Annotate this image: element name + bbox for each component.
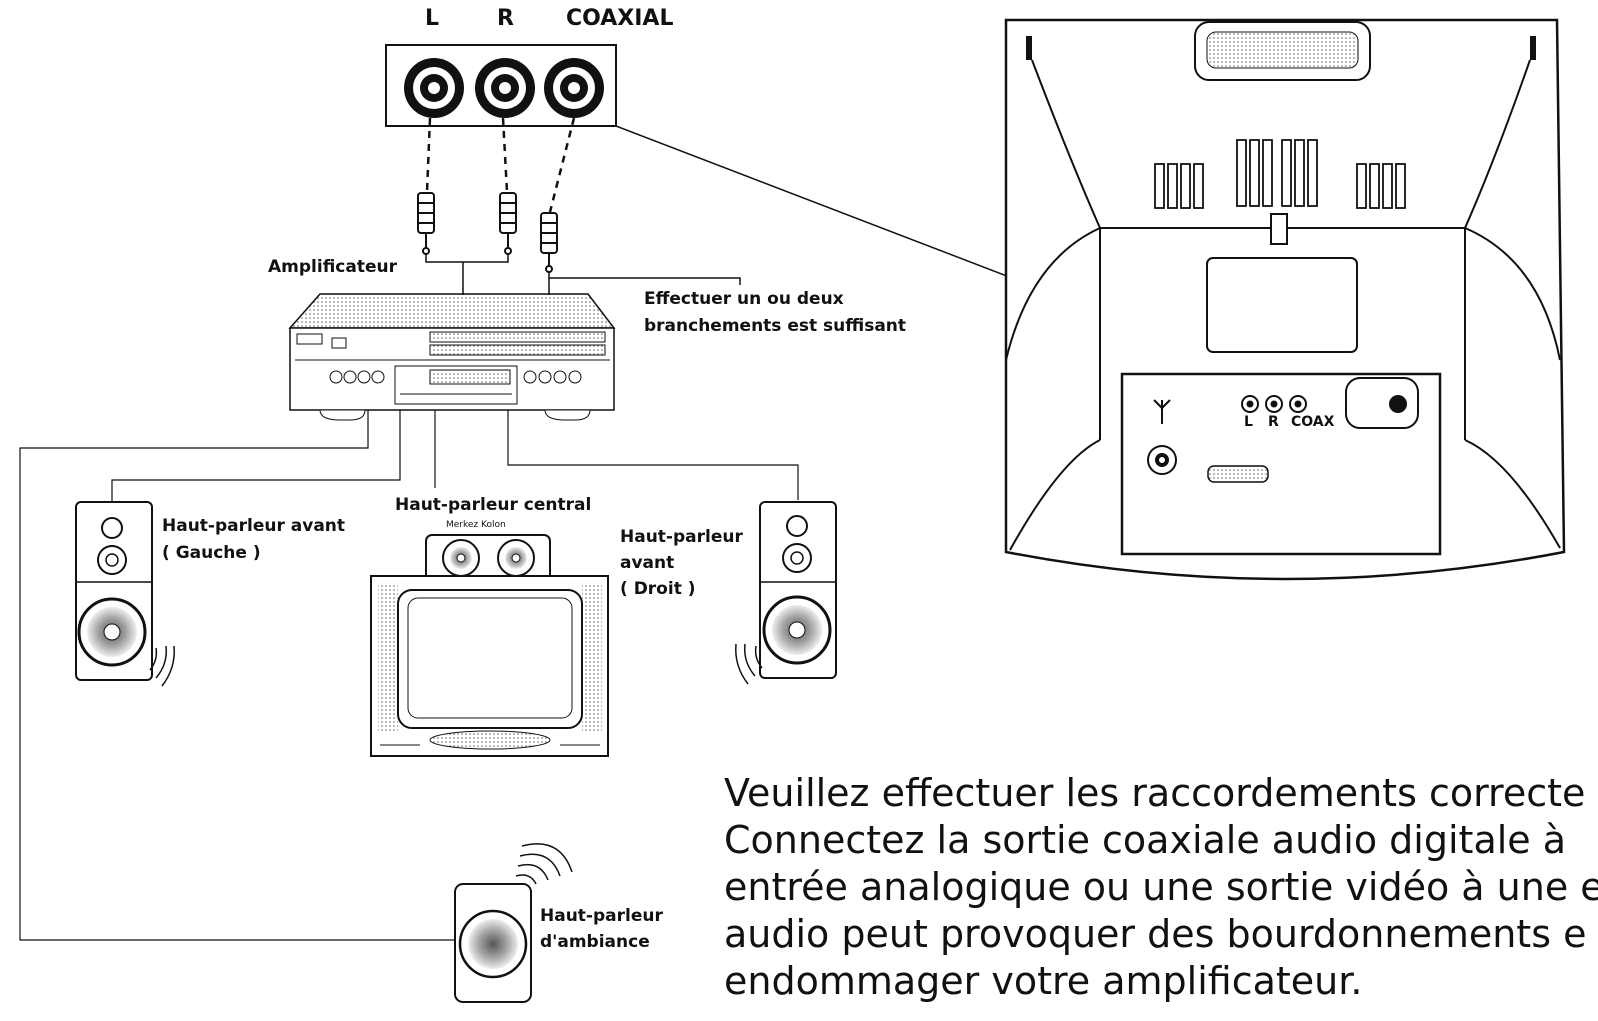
tv-label-coax: COAX [1291,414,1335,430]
tv-label-l: L [1244,414,1253,430]
connection-note: Effectuer un ou deux branchements est su… [644,289,907,336]
instruction-line-4: audio peut provoquer des bourdonnements … [724,912,1587,956]
front-right-speaker [735,501,837,685]
rca-plug-coaxial [540,212,558,273]
instruction-text: Veuillez effectuer les raccordements cor… [724,770,1598,1005]
center-speaker [425,534,551,604]
jack-label-coaxial: COAXIAL [566,6,674,31]
surround-label: Haut-parleur d'ambiance [540,906,663,952]
amplifier-label: Amplificateur [268,257,397,277]
tv-rear-view [1004,18,1566,581]
surround-speaker [454,843,573,1003]
antenna-icon [1153,399,1171,424]
vent-slots [1154,139,1406,209]
jack-coaxial [544,58,604,118]
instruction-line-1: Veuillez effectuer les raccordements cor… [724,771,1586,815]
speaker-wires [19,410,799,941]
amp-input-wires [425,254,741,295]
rca-plug-right [499,192,517,255]
center-label: Haut-parleur central [395,495,592,515]
front-left-speaker [75,501,175,687]
rca-plug-left [417,192,435,255]
tv-jack-coax [1289,395,1307,413]
amplifier [288,293,616,421]
jack-right [475,58,535,118]
instruction-line-3: entrée analogique ou une sortie vidéo à … [724,865,1598,909]
tv-jack-l [1241,395,1259,413]
jack-panel [385,44,617,127]
instruction-line-5: endommager votre amplificateur. [724,959,1363,1003]
jack-label-r: R [497,6,514,31]
front-right-label: Haut-parleur avant ( Droit ) [620,527,743,599]
front-left-label: Haut-parleur avant ( Gauche ) [162,516,346,563]
instruction-line-2: Connectez la sortie coaxiale audio digit… [724,818,1567,862]
dashed-cables [425,117,576,213]
television-front [370,575,609,757]
jack-label-l: L [425,6,440,31]
tv-label-r: R [1268,414,1279,430]
center-sub-label: Merkez Kolon [446,520,506,530]
tv-jack-r [1265,395,1283,413]
jack-left [404,58,464,118]
